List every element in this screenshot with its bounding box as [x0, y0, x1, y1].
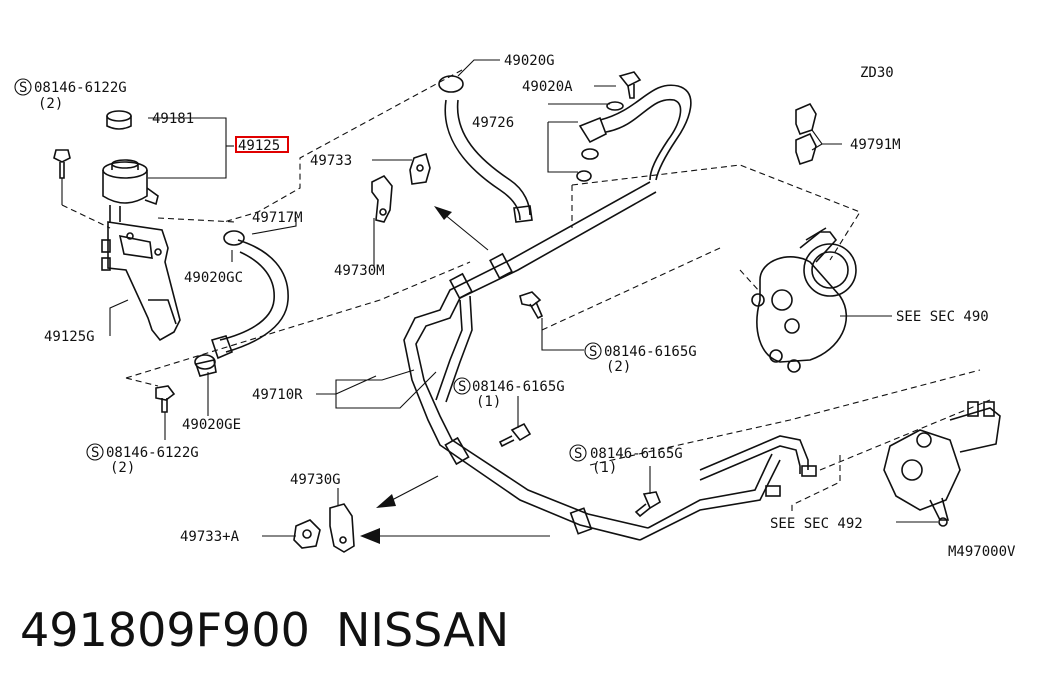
bolt-mid — [498, 396, 532, 448]
bolt-lower-mid — [634, 466, 661, 518]
engine-code: ZD30 — [860, 65, 894, 81]
dashed-outlines — [61, 69, 991, 512]
label-08146-6122g-bottom: 08146-6122G — [106, 445, 199, 461]
return-tube — [403, 181, 817, 541]
label-08146-6165g-mid-right: 08146-6165G — [604, 344, 697, 360]
label-49733a: 49733+A — [180, 529, 240, 545]
label-49125: 49125 — [238, 138, 280, 154]
label-49717m: 49717M — [252, 210, 303, 226]
direction-arrows — [360, 206, 550, 544]
label-qty-2-top: (2) — [38, 96, 63, 112]
leader-lines — [109, 59, 938, 537]
label-qty-2-mid-right: (2) — [606, 359, 631, 375]
s-symbol: S — [19, 80, 27, 96]
bolt-top-left — [53, 149, 71, 205]
label-49020gc: 49020GC — [184, 270, 243, 286]
label-08146-6122g-top: 08146-6122G — [34, 80, 127, 96]
callouts: S 08146-6122G (2) 49181 49125 49125G 490… — [14, 53, 1016, 560]
label-49020g: 49020G — [504, 53, 555, 69]
hose-49020g — [438, 75, 533, 223]
hose-49726 — [576, 71, 692, 182]
label-qty-1-mid: (1) — [476, 394, 501, 410]
highlighted-part-49125: 49125 — [235, 136, 289, 154]
bolt-lower-mid-callout: S 08146-6165G (1) — [569, 444, 683, 476]
footer-part-number: 491809F900 — [20, 603, 310, 657]
bolt-bottom-left-callout: S 08146-6122G (2) — [86, 443, 199, 476]
gear-assembly — [883, 401, 1001, 527]
label-qty-2-bottom: (2) — [110, 460, 135, 476]
hose-49717m — [194, 230, 289, 377]
label-49730g: 49730G — [290, 472, 341, 488]
s-symbol: S — [91, 445, 99, 461]
bolt-top-left-callout: S 08146-6122G (2) — [14, 78, 127, 112]
bolt-mid-right-callout: S 08146-6165G (2) — [584, 342, 697, 375]
figure-code: M497000V — [948, 544, 1016, 560]
label-49726: 49726 — [472, 115, 514, 131]
clip-49730m — [371, 152, 431, 223]
s-symbol: S — [574, 446, 582, 462]
label-49020ge: 49020GE — [182, 417, 241, 433]
label-see-sec-492: SEE SEC 492 — [770, 516, 863, 532]
s-symbol: S — [589, 344, 597, 360]
footer-brand: NISSAN — [336, 603, 509, 657]
bolt-mid-callout: S 08146-6165G (1) — [453, 377, 565, 410]
clip-49730g — [293, 503, 355, 553]
label-49733: 49733 — [310, 153, 352, 169]
label-49730m: 49730M — [334, 263, 385, 279]
bolt-mid-right — [519, 291, 584, 351]
label-49710r: 49710R — [252, 387, 303, 403]
label-49181: 49181 — [152, 111, 194, 127]
bolt-bottom-left — [155, 385, 176, 440]
label-49020a: 49020A — [522, 79, 573, 95]
label-49791m: 49791M — [850, 137, 901, 153]
reservoir-assembly — [101, 110, 181, 342]
clip-49791m — [795, 102, 817, 166]
label-08146-6165g-lower: 08146-6165G — [590, 446, 683, 462]
label-08146-6165g-mid: 08146-6165G — [472, 379, 565, 395]
label-49125g: 49125G — [44, 329, 95, 345]
pump-assembly — [751, 227, 857, 373]
label-see-sec-490: SEE SEC 490 — [896, 309, 989, 325]
s-symbol: S — [458, 379, 466, 395]
label-qty-1-lower: (1) — [592, 460, 617, 476]
